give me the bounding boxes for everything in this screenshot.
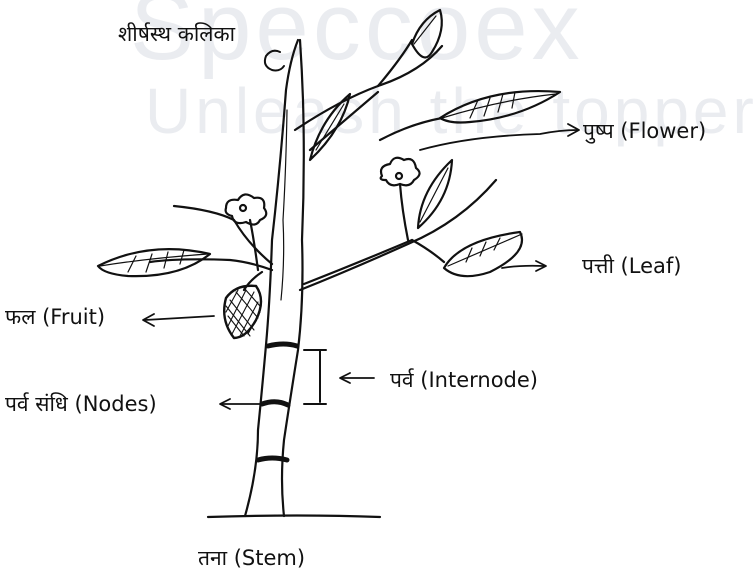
label-apical-bud: शीर्षस्थ कलिका (118, 24, 235, 45)
leaf-arrow-line (502, 266, 544, 268)
fruit-stalk (244, 272, 262, 290)
label-internode: पर्व (Internode) (390, 370, 538, 391)
label-fruit: फल (Fruit) (5, 307, 105, 328)
label-nodes: पर्व संधि (Nodes) (5, 394, 157, 415)
label-flower: पुष्प (Flower) (583, 121, 706, 142)
label-leaf: पत्ती (Leaf) (582, 256, 681, 277)
left-leaf (98, 249, 210, 276)
left-branch (150, 259, 272, 270)
label-stem: तना (Stem) (198, 548, 305, 569)
right-flower (381, 158, 420, 186)
upper-branch (295, 46, 442, 130)
fruit-arrow-line (145, 316, 214, 320)
internode-bracket (304, 350, 326, 404)
apical-bud-mark (265, 51, 284, 71)
right-flower-stalk (400, 184, 408, 240)
flower-arrow-line (420, 130, 578, 150)
ground-line (208, 516, 380, 518)
